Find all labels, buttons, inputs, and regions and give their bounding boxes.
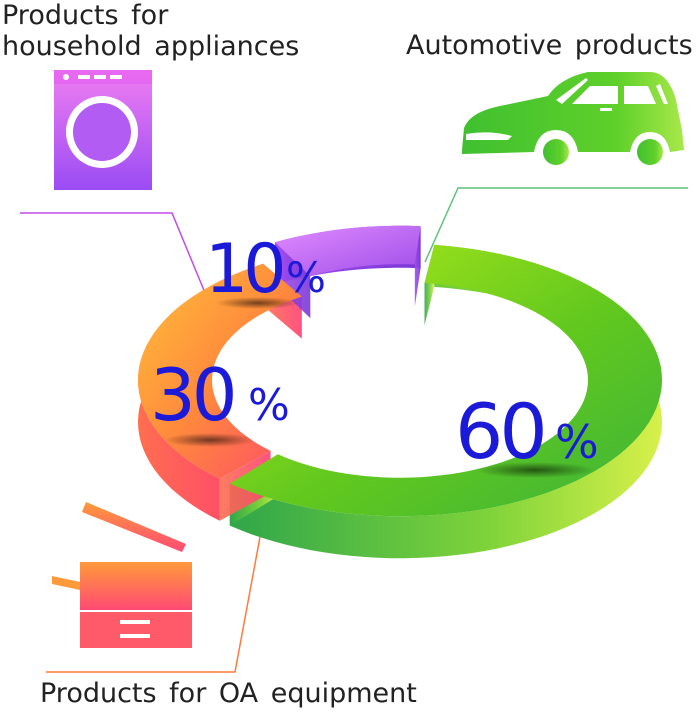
data-label-oa: 30 %: [150, 353, 290, 437]
data-label-30-unit: %: [248, 380, 290, 431]
leader-line-household: [20, 212, 209, 301]
label-shadow-60: [475, 462, 595, 478]
donut-segment-oa: [138, 263, 302, 479]
donut-side-outer-automotive: [229, 244, 663, 559]
donut-cap-household-0: [275, 242, 311, 319]
data-label-60-value: 60: [455, 387, 544, 476]
donut-tops: [138, 225, 663, 517]
donut-cap-household-1: [414, 226, 421, 307]
donut-segment-automotive: [229, 244, 663, 517]
data-label-10-unit: %: [286, 253, 326, 302]
label-shadow-30: [164, 433, 256, 447]
donut-segment-household: [275, 225, 421, 277]
category-label-household: Products for household appliances: [2, 0, 299, 62]
data-label-household: 10 %: [205, 230, 326, 309]
data-label-60-unit: %: [555, 415, 599, 469]
car-icon: [462, 72, 684, 170]
category-label-household-line1: Products for: [2, 0, 169, 31]
leader-line-oa: [46, 509, 266, 673]
category-label-automotive: Automotive products: [406, 30, 693, 61]
leader-line-automotive: [424, 187, 688, 263]
data-label-automotive: 60 %: [455, 387, 599, 476]
copier-icon: [52, 502, 192, 648]
data-label-30-value: 30: [150, 353, 234, 437]
data-label-10-value: 10: [205, 230, 282, 309]
washing-machine-icon: [54, 70, 152, 190]
label-shadow-10: [216, 297, 300, 309]
category-label-oa: Products for OA equipment: [40, 678, 417, 709]
category-label-household-line2: household appliances: [2, 31, 300, 62]
